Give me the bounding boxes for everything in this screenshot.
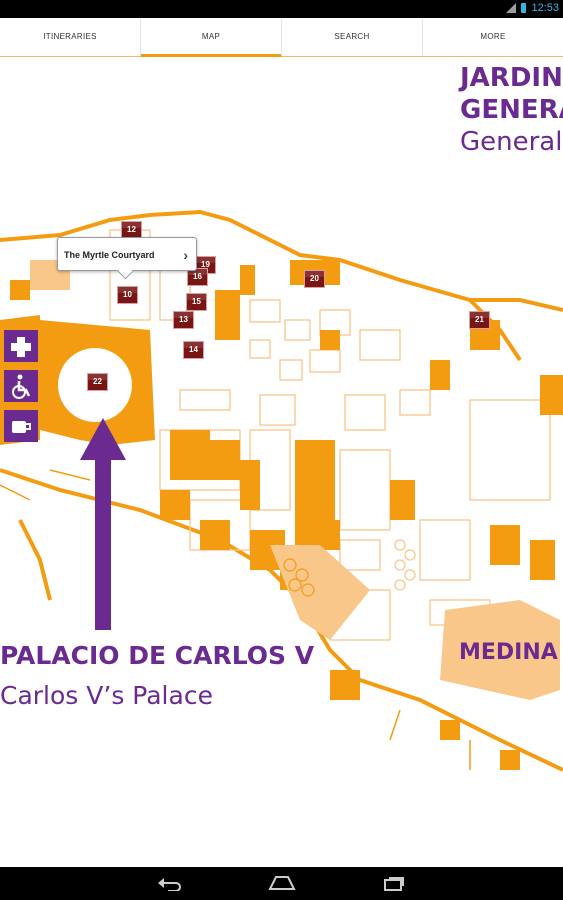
tab-itineraries[interactable]: ITINERARIES <box>43 32 97 41</box>
tooltip-title: The Myrtle Courtyard <box>64 250 155 260</box>
header-line-1: JARDIN <box>460 63 563 93</box>
tab-bar: ITINERARIES MAP SEARCH MORE <box>0 18 563 57</box>
chevron-right-icon: › <box>183 247 188 263</box>
status-bar: 12:53 <box>0 0 563 18</box>
map-marker[interactable]: 10 <box>117 286 138 304</box>
header-line-3: General <box>460 127 563 157</box>
header-line-2: GENERA <box>460 95 563 125</box>
home-icon[interactable] <box>268 875 296 891</box>
map-view[interactable]: JARDIN GENERA General PALACIO DE CARLOS … <box>0 57 563 867</box>
map-marker[interactable]: 12 <box>121 221 142 239</box>
wall-hatching <box>0 469 471 770</box>
palace-arrow <box>80 418 126 630</box>
map-marker[interactable]: 16 <box>187 268 208 286</box>
map-marker[interactable]: 13 <box>173 311 194 329</box>
map-marker[interactable]: 20 <box>304 270 325 288</box>
map-marker[interactable]: 22 <box>87 373 108 391</box>
map-canvas[interactable] <box>0 57 563 867</box>
recent-apps-icon[interactable] <box>383 875 409 891</box>
coffee-icon[interactable] <box>4 410 38 442</box>
palace-subtitle: Carlos V’s Palace <box>0 681 213 710</box>
back-icon[interactable] <box>156 875 182 891</box>
battery-icon <box>521 3 527 13</box>
nav-bar <box>0 867 563 900</box>
wheelchair-icon[interactable] <box>4 370 38 402</box>
status-time: 12:53 <box>531 2 559 14</box>
signal-icon <box>506 3 517 13</box>
map-marker[interactable]: 21 <box>469 311 490 329</box>
map-marker[interactable]: 14 <box>183 341 204 359</box>
poi-tooltip[interactable]: The Myrtle Courtyard › <box>57 237 197 271</box>
map-marker[interactable]: 15 <box>186 293 207 311</box>
tab-more[interactable]: MORE <box>422 18 563 56</box>
first-aid-icon[interactable] <box>4 330 38 362</box>
tab-search[interactable]: SEARCH <box>281 18 422 56</box>
garden-header: JARDIN GENERA General <box>460 62 563 158</box>
tab-map[interactable]: MAP <box>140 18 281 57</box>
medina-label: MEDINA <box>459 640 558 665</box>
garden-trees <box>283 558 315 597</box>
palace-title: PALACIO DE CARLOS V <box>0 641 315 670</box>
